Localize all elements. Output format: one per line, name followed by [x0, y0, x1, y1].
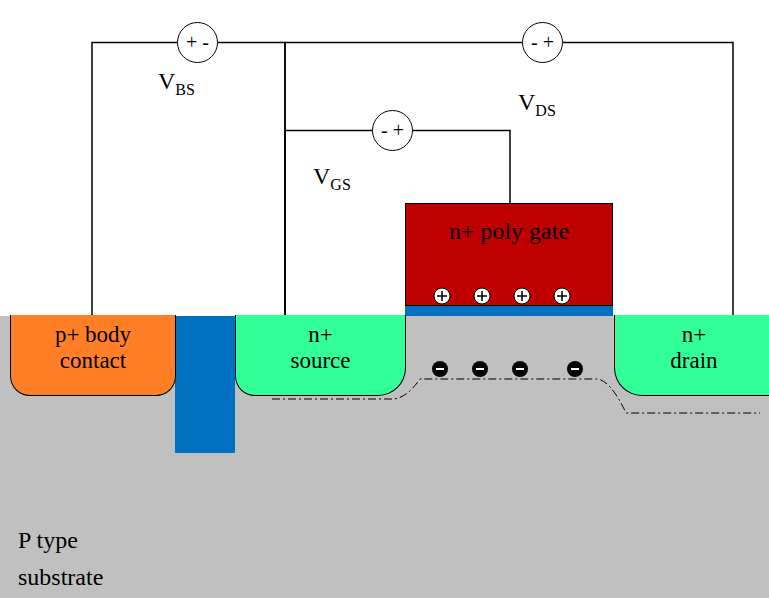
voltage-label: VDS	[518, 89, 556, 120]
electron-symbol	[567, 361, 583, 377]
voltage-source: + -VBS	[177, 22, 218, 63]
source-region: n+ source	[235, 315, 406, 396]
region-label: n+ drain	[659, 322, 729, 375]
polarity-sign: - +	[373, 111, 412, 150]
poly-gate: n+ poly gate	[405, 203, 613, 306]
wire	[285, 131, 372, 316]
drain-region: n+ drain	[614, 315, 769, 396]
wire	[413, 131, 510, 204]
region-label: n+ source	[281, 322, 361, 375]
electron-symbol	[472, 361, 488, 377]
voltage-source: - +VGS	[372, 110, 413, 151]
polarity-sign: - +	[523, 23, 562, 62]
electron-symbol	[432, 361, 448, 377]
electron-symbol	[516, 368, 524, 370]
voltage-label: VBS	[158, 68, 195, 99]
hole-symbol	[441, 291, 443, 301]
electron-symbol	[571, 368, 579, 370]
hole-symbol	[434, 288, 450, 304]
hole-symbol	[481, 291, 483, 301]
region-label: p+ body contact	[43, 322, 143, 375]
shallow-trench-isolation	[175, 316, 235, 453]
electron-symbol	[436, 368, 444, 370]
voltage-source: - +VDS	[522, 22, 563, 63]
region-label: P type substrate	[18, 522, 128, 596]
wire	[218, 43, 285, 316]
hole-symbol	[554, 288, 570, 304]
hole-symbol	[561, 291, 563, 301]
body-contact: p+ body contact	[10, 315, 176, 396]
hole-symbol	[514, 288, 530, 304]
voltage-label: VGS	[313, 163, 351, 194]
polarity-sign: + -	[178, 23, 217, 62]
hole-symbol	[521, 291, 523, 301]
hole-symbol	[474, 288, 490, 304]
substrate-region: P type substrate p+ body contact n+ source…	[0, 316, 769, 598]
electron-symbol	[476, 368, 484, 370]
region-label: n+ poly gate	[406, 218, 612, 246]
electron-symbol	[512, 361, 528, 377]
gate-oxide	[405, 305, 613, 316]
